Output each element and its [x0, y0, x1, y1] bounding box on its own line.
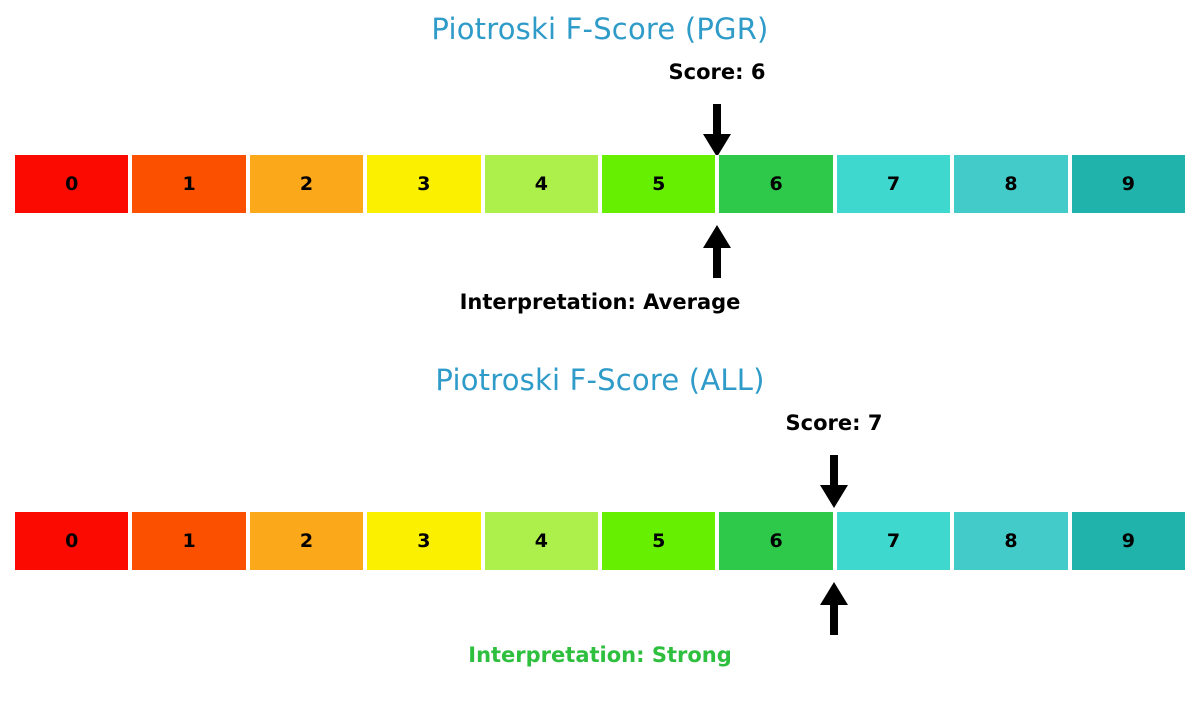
fscore-panel-all: Piotroski F-Score (ALL) Score: 7 0 1 2 3… — [0, 351, 1200, 702]
score-cell-label: 8 — [1004, 529, 1018, 552]
score-cell-label: 3 — [417, 172, 431, 195]
score-cell-label: 1 — [182, 172, 196, 195]
score-cell-0[interactable]: 0 — [15, 512, 131, 570]
score-label-all: Score: 7 — [785, 411, 883, 435]
score-cell-label: 1 — [182, 529, 196, 552]
score-cell-7[interactable]: 7 — [834, 155, 953, 213]
score-cell-9[interactable]: 9 — [1069, 155, 1186, 213]
score-cell-1[interactable]: 1 — [130, 155, 248, 213]
score-scale-all: 0 1 2 3 4 5 6 7 8 9 — [15, 512, 1186, 570]
interpretation-label-all: Interpretation: Strong — [468, 643, 732, 667]
score-cell-8[interactable]: 8 — [952, 155, 1070, 213]
score-cell-label: 0 — [65, 172, 79, 195]
score-cell-7[interactable]: 7 — [834, 512, 953, 570]
score-cell-4[interactable]: 4 — [482, 155, 601, 213]
score-cell-6[interactable]: 6 — [717, 512, 835, 570]
score-cell-8[interactable]: 8 — [952, 512, 1070, 570]
chart-title-all: Piotroski F-Score (ALL) — [435, 363, 765, 397]
score-cell-label: 9 — [1121, 172, 1135, 195]
score-cell-4[interactable]: 4 — [482, 512, 601, 570]
score-cell-label: 3 — [417, 529, 431, 552]
chart-title-pgr: Piotroski F-Score (PGR) — [431, 12, 769, 46]
fscore-panel-pgr: Piotroski F-Score (PGR) Score: 6 0 1 2 3… — [15, 12, 1186, 314]
score-cell-0[interactable]: 0 — [15, 155, 131, 213]
score-scale-pgr: 0 1 2 3 4 5 6 7 8 9 — [15, 155, 1186, 213]
score-cell-3[interactable]: 3 — [365, 512, 483, 570]
interpretation-marker-up-arrow-pgr — [700, 224, 734, 278]
score-cell-2[interactable]: 2 — [247, 512, 366, 570]
score-marker-down-arrow-all — [817, 455, 851, 509]
score-cell-label: 2 — [299, 172, 314, 195]
score-cell-6[interactable]: 6 — [717, 155, 835, 213]
score-cell-label: 7 — [886, 529, 901, 552]
score-cell-label: 7 — [886, 172, 901, 195]
score-cell-2[interactable]: 2 — [247, 155, 366, 213]
score-cell-label: 4 — [534, 172, 548, 195]
score-cell-5[interactable]: 5 — [600, 512, 718, 570]
score-label-pgr: Score: 6 — [668, 60, 766, 84]
interpretation-marker-up-arrow-all — [817, 581, 851, 635]
score-cell-label: 0 — [65, 529, 79, 552]
score-cell-label: 5 — [652, 172, 666, 195]
score-cell-5[interactable]: 5 — [600, 155, 718, 213]
score-cell-9[interactable]: 9 — [1069, 512, 1186, 570]
score-cell-label: 2 — [299, 529, 314, 552]
score-cell-3[interactable]: 3 — [365, 155, 483, 213]
score-marker-down-arrow-pgr — [700, 104, 734, 158]
score-cell-label: 9 — [1121, 529, 1135, 552]
score-cell-label: 6 — [769, 172, 783, 195]
score-cell-label: 4 — [534, 529, 548, 552]
score-cell-label: 5 — [652, 529, 666, 552]
score-cell-label: 6 — [769, 529, 783, 552]
interpretation-label-pgr: Interpretation: Average — [459, 290, 741, 314]
score-cell-1[interactable]: 1 — [130, 512, 248, 570]
score-cell-label: 8 — [1004, 172, 1018, 195]
